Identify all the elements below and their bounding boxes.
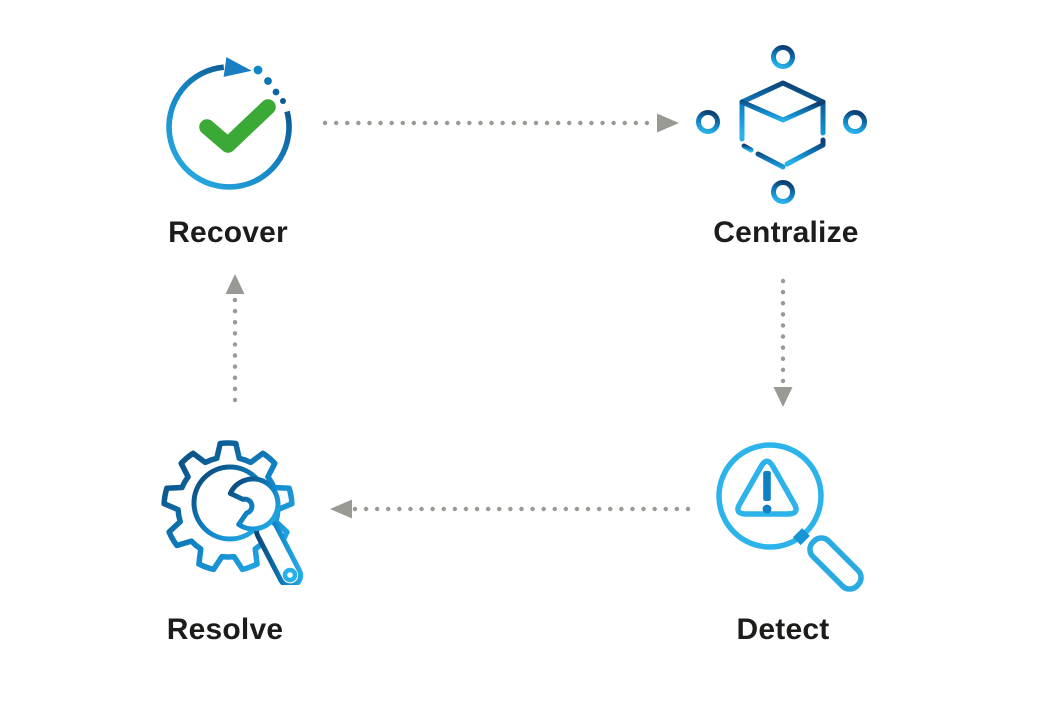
exclamation-dot-icon	[762, 504, 772, 514]
arrowhead-right-icon	[657, 113, 679, 133]
exclamation-bar-icon	[763, 471, 771, 501]
arrowhead-down-icon	[773, 387, 793, 407]
recover-cycle-check-icon	[166, 57, 292, 190]
check-mark-icon	[199, 99, 276, 153]
recover-label: Recover	[168, 216, 288, 249]
arrowhead-left-icon	[330, 499, 352, 519]
centralize-cube-network-icon	[696, 45, 867, 204]
arrow-detect-to-resolve	[330, 499, 691, 519]
resolve-label: Resolve	[166, 613, 284, 646]
centralize-label: Centralize	[713, 216, 859, 249]
wrench-eye-icon	[282, 567, 298, 583]
gear-path	[161, 440, 295, 573]
magnifier-lens-icon	[716, 442, 824, 550]
detect-label: Detect	[736, 613, 830, 646]
arrow-recover-to-centralize	[322, 113, 679, 133]
arrowhead-up-icon	[225, 274, 245, 294]
wrench-head-icon	[227, 476, 281, 532]
detect-magnifier-alert-icon	[716, 442, 864, 592]
magnifier-handle-icon	[807, 535, 864, 592]
resolve-gear-wrench-icon	[161, 440, 304, 585]
arrow-resolve-to-recover	[225, 274, 245, 403]
warning-triangle-icon	[735, 458, 799, 517]
arrow-centralize-to-detect	[773, 278, 793, 407]
